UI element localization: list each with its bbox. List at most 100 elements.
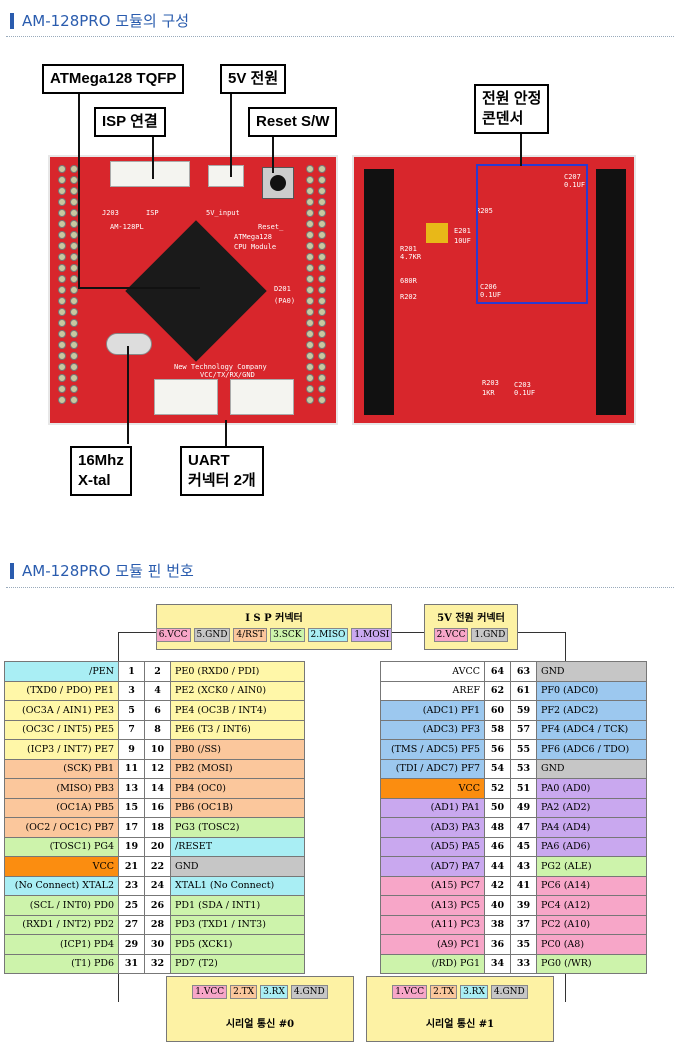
header-pin [318, 165, 326, 173]
pin-function: (OC2 / OC1C) PB7 [4, 817, 119, 838]
pin-number: 31 [118, 953, 145, 974]
pin-function: (SCK) PB1 [4, 758, 119, 779]
header-pin [318, 297, 326, 305]
leader-line [230, 91, 232, 177]
header-pin [70, 275, 78, 283]
pin-number: 49 [510, 797, 537, 818]
left-pin-header [58, 165, 66, 404]
header-pin [70, 352, 78, 360]
header-pin [318, 220, 326, 228]
header-pin [70, 308, 78, 316]
back-left-header [364, 169, 394, 415]
pin-function: (MISO) PB3 [4, 778, 119, 799]
pin-number: 39 [510, 895, 537, 916]
pin-number: 1 [118, 661, 145, 682]
silk-text: D201 [274, 285, 291, 293]
pin-number: 41 [510, 875, 537, 896]
callout-power: 5V 전원 [220, 64, 287, 94]
crystal [106, 333, 152, 355]
header-pin [58, 286, 66, 294]
header-pin [70, 363, 78, 371]
pin-function: PB4 (OC0) [170, 778, 305, 799]
header-pin [306, 352, 314, 360]
pin-function: PE6 (T3 / INT6) [170, 719, 305, 740]
header-pin [58, 297, 66, 305]
pin-function: (A11) PC3 [380, 914, 485, 935]
header-pin [306, 385, 314, 393]
reset-switch [262, 167, 294, 199]
pin-function: PB2 (MOSI) [170, 758, 305, 779]
header-pin [58, 198, 66, 206]
box-title: I S P 커넥터 [245, 613, 303, 624]
pin-number: 22 [144, 856, 171, 877]
header-pin [318, 231, 326, 239]
header-pin [318, 385, 326, 393]
pin-function: (AD3) PA3 [380, 817, 485, 838]
header-pin [318, 352, 326, 360]
pin-number: 55 [510, 739, 537, 760]
pin-function: (SCL / INT0) PD0 [4, 895, 119, 916]
uart1-connector [230, 379, 294, 415]
pin-number: 46 [484, 836, 511, 857]
pin-function: PD5 (XCK1) [170, 934, 305, 955]
header-pin [70, 187, 78, 195]
pin-function: (ICP1) PD4 [4, 934, 119, 955]
pin-function: (TDI / ADC7) PF7 [380, 758, 485, 779]
header-pin [70, 297, 78, 305]
pin-function: (TMS / ADC5) PF5 [380, 739, 485, 760]
silk-text: E201 [454, 227, 471, 235]
pin-function: (OC3A / AIN1) PE3 [4, 700, 119, 721]
pin-function: (ICP3 / INT7) PE7 [4, 739, 119, 760]
header-pin [318, 374, 326, 382]
header-pin [306, 297, 314, 305]
header-pin [306, 198, 314, 206]
header-pin [318, 330, 326, 338]
pin-number: 50 [484, 797, 511, 818]
pin-number: 12 [144, 758, 171, 779]
header-pin [70, 242, 78, 250]
pin-number: 7 [118, 719, 145, 740]
pin-number: 43 [510, 856, 537, 877]
section-title-text: AM-128PRO 모듈 핀 번호 [22, 562, 194, 580]
left-pin-header-2 [70, 165, 78, 404]
header-pin [318, 253, 326, 261]
header-pin [58, 308, 66, 316]
silk-text: 680R [400, 277, 417, 285]
pin-function: PA4 (AD4) [536, 817, 647, 838]
silk-text: (PA0) [274, 297, 296, 305]
divider [6, 36, 674, 37]
pin-function: PD7 (T2) [170, 953, 305, 974]
pin-function: PF6 (ADC6 / TDO) [536, 739, 647, 760]
silk-text: C207 [564, 173, 581, 181]
callout-text: 5V 전원 [228, 70, 279, 87]
pin-function: (AD5) PA5 [380, 836, 485, 857]
pin-function: GND [170, 856, 305, 877]
pin-number: 11 [118, 758, 145, 779]
pin-number: 52 [484, 778, 511, 799]
leader-line [225, 420, 227, 446]
box-title: 5V 전원 커넥터 [437, 613, 505, 624]
header-pin [306, 341, 314, 349]
box-title: 시리얼 통신 #0 [225, 1019, 295, 1030]
silk-text: C206 [480, 283, 497, 291]
callout-mcu: ATMega128 TQFP [42, 64, 185, 94]
header-pin [58, 374, 66, 382]
header-pin [306, 209, 314, 217]
header-pin [306, 308, 314, 316]
